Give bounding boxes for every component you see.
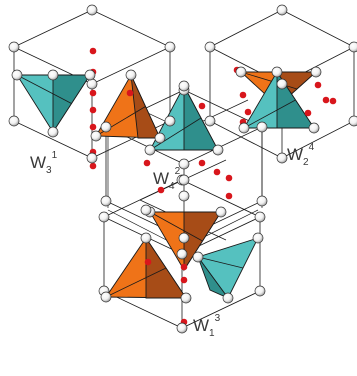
white-atom: [308, 122, 320, 134]
red-site: [329, 97, 337, 105]
white-atom: [164, 115, 176, 127]
red-site: [89, 47, 97, 55]
red-site: [244, 108, 252, 116]
tetrahedron-teal-lower: [197, 237, 259, 300]
tetrahedron-teal-w3: [16, 74, 91, 134]
white-atom: [100, 121, 112, 133]
white-atom: [178, 190, 190, 202]
polyhedra: [16, 70, 318, 300]
face-edge: [243, 99, 296, 129]
red-site: [314, 81, 322, 89]
white-atom: [215, 206, 227, 218]
label-w2-4: W24: [287, 142, 315, 168]
white-atom: [100, 195, 112, 207]
red-site: [157, 186, 165, 194]
white-atom: [8, 41, 20, 53]
face-edge: [149, 211, 203, 242]
white-atom: [178, 80, 190, 92]
red-site: [213, 168, 221, 176]
white-atom: [84, 69, 96, 81]
white-atom: [256, 121, 268, 133]
white-atom: [47, 69, 59, 81]
face-edge: [16, 74, 72, 104]
white-atom: [276, 78, 288, 90]
red-site: [322, 96, 330, 104]
white-atom: [235, 66, 247, 78]
red-site: [225, 174, 233, 182]
white-atom: [271, 66, 283, 78]
white-atom: [178, 174, 190, 186]
white-atom: [252, 232, 264, 244]
white-atom: [86, 4, 98, 16]
white-atom: [212, 144, 224, 156]
white-atom: [238, 122, 250, 134]
white-atoms: [8, 4, 357, 334]
white-atom: [8, 115, 20, 127]
white-atom: [348, 41, 357, 53]
red-site: [89, 89, 97, 97]
white-atom: [140, 204, 152, 216]
white-atom: [140, 232, 152, 244]
red-site: [180, 263, 188, 271]
face-edge: [105, 267, 167, 298]
face-edge: [149, 117, 202, 151]
white-atom: [176, 322, 188, 334]
white-atom: [176, 248, 188, 260]
red-site: [144, 258, 152, 266]
white-atom: [144, 144, 156, 156]
red-site: [143, 159, 151, 167]
white-atom: [180, 292, 192, 304]
red-sites: [89, 47, 337, 326]
red-site: [180, 276, 188, 284]
white-atom: [222, 292, 234, 304]
white-atom: [254, 285, 266, 297]
cube-edge: [91, 46, 171, 85]
red-site: [198, 102, 206, 110]
white-atom: [164, 41, 176, 53]
white-atom: [86, 78, 98, 90]
tetrahedron-orange-left: [95, 74, 161, 139]
red-site: [239, 91, 247, 99]
white-atom: [348, 115, 357, 127]
white-atom: [204, 41, 216, 53]
red-site: [198, 159, 206, 167]
red-site: [89, 162, 97, 170]
white-atom: [276, 152, 288, 164]
white-atom: [178, 232, 190, 244]
white-atom: [178, 158, 190, 170]
cube-edge: [183, 126, 263, 165]
white-atom: [310, 66, 322, 78]
red-site: [225, 192, 233, 200]
white-atom: [256, 195, 268, 207]
face-edge: [240, 71, 298, 90]
face-front: [197, 237, 259, 299]
white-atom: [276, 4, 288, 16]
white-atom: [100, 291, 112, 303]
tetrahedron-teal-center: [149, 85, 219, 151]
label-w4-2: W42: [153, 166, 181, 192]
label-w1-3: W13: [193, 313, 221, 339]
red-site: [89, 106, 97, 114]
white-atom: [254, 211, 266, 223]
white-atom: [204, 115, 216, 127]
red-site: [89, 123, 97, 131]
tetrahedron-orange-lower: [105, 236, 187, 299]
face-edge: [197, 256, 244, 269]
white-atom: [192, 251, 204, 263]
white-atom: [47, 126, 59, 138]
white-atom: [98, 211, 110, 223]
red-site: [304, 109, 312, 117]
white-atom: [125, 69, 137, 81]
white-atom: [90, 130, 102, 142]
white-atom: [11, 69, 23, 81]
face-side: [197, 256, 230, 300]
white-atom: [154, 132, 166, 144]
label-w3-1: W31: [30, 150, 58, 176]
white-atom: [86, 152, 98, 164]
red-site: [126, 89, 134, 97]
